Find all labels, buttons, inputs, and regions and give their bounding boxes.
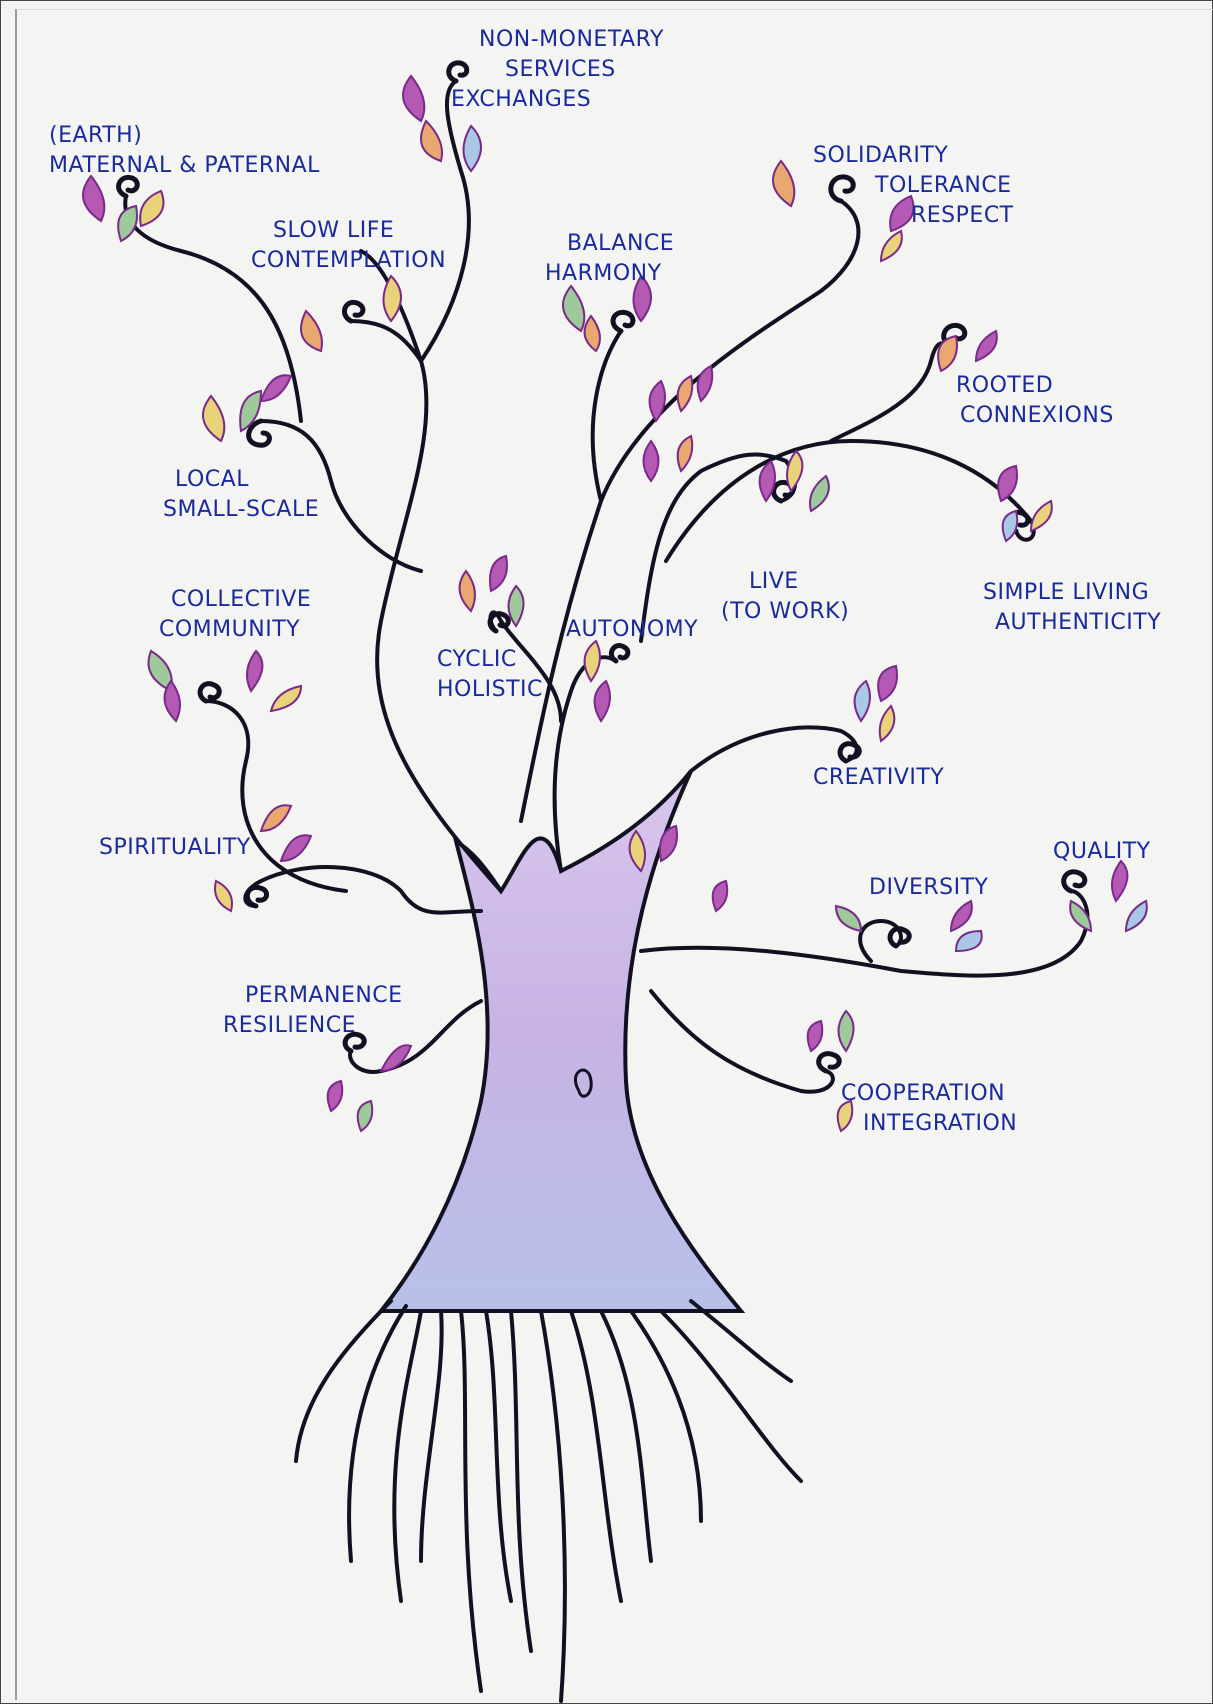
label-spirituality: SPIRITUALITY xyxy=(99,833,251,863)
label-collective-line1: COLLECTIVE xyxy=(171,585,311,615)
label-non-monetary: NON-MONETARY SERVICES EXCHANGES xyxy=(479,25,664,115)
label-diversity: DIVERSITY xyxy=(869,873,989,903)
label-rooted: ROOTED CONNEXIONS xyxy=(956,371,1114,431)
label-autonomy-line1: AUTONOMY xyxy=(566,615,698,645)
label-simple-living-line2: AUTHENTICITY xyxy=(995,608,1161,638)
label-simple-living: SIMPLE LIVING AUTHENTICITY xyxy=(983,578,1161,638)
label-quality: QUALITY xyxy=(1053,837,1151,867)
label-cyclic-line1: CYCLIC xyxy=(437,645,543,675)
label-solidarity: SOLIDARITY TOLERANCE RESPECT xyxy=(813,141,1014,231)
label-rooted-line1: ROOTED xyxy=(956,371,1114,401)
label-cooperation-line1: COOPERATION xyxy=(841,1079,1017,1109)
label-autonomy: AUTONOMY xyxy=(566,615,698,645)
label-earth: (EARTH) MATERNAL & PATERNAL xyxy=(49,121,320,181)
label-earth-line1: (EARTH) xyxy=(49,121,320,151)
label-non-monetary-line3: EXCHANGES xyxy=(451,85,664,115)
label-cyclic: CYCLIC HOLISTIC xyxy=(437,645,543,705)
label-slow-life: SLOW LIFE CONTEMPLATION xyxy=(251,216,446,276)
label-collective: COLLECTIVE COMMUNITY xyxy=(159,585,311,645)
label-slow-life-line1: SLOW LIFE xyxy=(273,216,446,246)
label-balance-line1: BALANCE xyxy=(567,229,674,259)
label-live-line2: (TO WORK) xyxy=(721,597,849,627)
label-local: LOCAL SMALL-SCALE xyxy=(175,465,319,525)
label-non-monetary-line2: SERVICES xyxy=(505,55,664,85)
label-rooted-line2: CONNEXIONS xyxy=(960,401,1114,431)
label-solidarity-line2: TOLERANCE xyxy=(875,171,1014,201)
label-balance-line2: HARMONY xyxy=(545,259,674,289)
label-cooperation-line2: INTEGRATION xyxy=(863,1109,1017,1139)
label-local-line1: LOCAL xyxy=(175,465,319,495)
label-solidarity-line3: RESPECT xyxy=(911,201,1014,231)
label-permanence: PERMANENCE RESILIENCE xyxy=(223,981,403,1041)
label-live-line1: LIVE xyxy=(749,567,849,597)
label-collective-line2: COMMUNITY xyxy=(159,615,311,645)
label-live: LIVE (TO WORK) xyxy=(721,567,849,627)
label-quality-line1: QUALITY xyxy=(1053,837,1151,867)
label-spirituality-line1: SPIRITUALITY xyxy=(99,833,251,863)
label-creativity-line1: CREATIVITY xyxy=(813,763,944,793)
label-cyclic-line2: HOLISTIC xyxy=(437,675,543,705)
label-simple-living-line1: SIMPLE LIVING xyxy=(983,578,1161,608)
label-permanence-line2: RESILIENCE xyxy=(223,1011,403,1041)
label-cooperation: COOPERATION INTEGRATION xyxy=(841,1079,1017,1139)
label-balance: BALANCE HARMONY xyxy=(545,229,674,289)
label-permanence-line1: PERMANENCE xyxy=(245,981,403,1011)
label-diversity-line1: DIVERSITY xyxy=(869,873,989,903)
label-creativity: CREATIVITY xyxy=(813,763,944,793)
label-non-monetary-line1: NON-MONETARY xyxy=(479,25,664,55)
label-earth-line2: MATERNAL & PATERNAL xyxy=(49,151,320,181)
roots xyxy=(296,1301,801,1701)
label-solidarity-line1: SOLIDARITY xyxy=(813,141,1014,171)
label-local-line2: SMALL-SCALE xyxy=(163,495,319,525)
label-slow-life-line2: CONTEMPLATION xyxy=(251,246,446,276)
